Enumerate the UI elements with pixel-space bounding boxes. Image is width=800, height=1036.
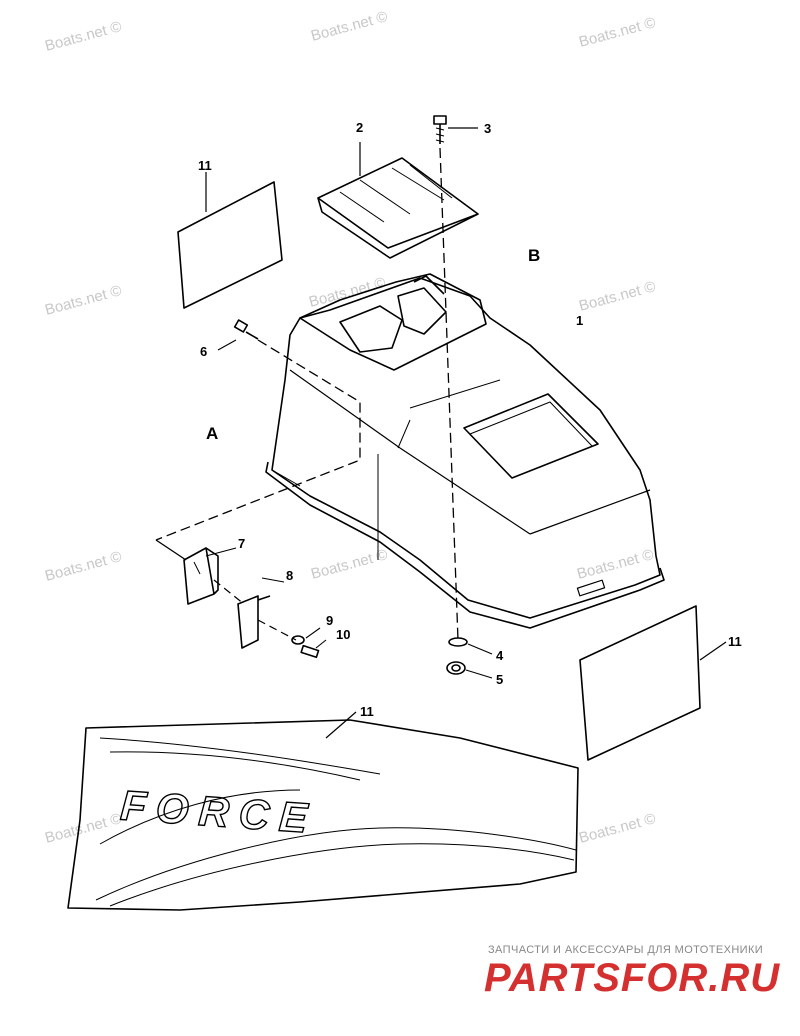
callout-5: 5 <box>496 672 504 687</box>
washer-4 <box>448 637 468 647</box>
callout-2: 2 <box>356 120 364 135</box>
callout-8: 8 <box>286 568 294 583</box>
bolt-6 <box>217 319 259 351</box>
callout-4: 4 <box>496 648 504 663</box>
top-cover-plate <box>317 142 479 259</box>
brand-tagline: ЗАПЧАСТИ И АКСЕССУАРЫ ДЛЯ МОТОТЕХНИКИ <box>488 944 764 956</box>
force-decal <box>67 711 579 911</box>
screw-3 <box>433 115 478 144</box>
screw-10 <box>300 627 327 659</box>
washer-9 <box>291 635 305 645</box>
callout-9: 9 <box>326 613 334 628</box>
callout-3: 3 <box>484 121 492 136</box>
decal-panel-right <box>579 605 701 761</box>
callout-6: 6 <box>200 344 208 359</box>
callout-B: B <box>528 246 541 265</box>
top-cowl <box>265 273 665 629</box>
callout-7: 7 <box>238 536 246 551</box>
decal-panel-upper-left <box>177 181 283 309</box>
callout-11: 11 <box>360 704 374 719</box>
callout-11: 11 <box>728 634 742 649</box>
nut-5 <box>446 661 466 675</box>
latch-hook-8 <box>237 577 285 649</box>
callout-1: 1 <box>576 313 584 328</box>
brand-logo[interactable]: PARTSFOR.RU <box>484 956 781 1000</box>
callout-A: A <box>206 424 219 443</box>
callout-10: 10 <box>336 627 351 642</box>
callout-11: 11 <box>198 158 212 173</box>
latch-bracket-7 <box>183 547 237 605</box>
